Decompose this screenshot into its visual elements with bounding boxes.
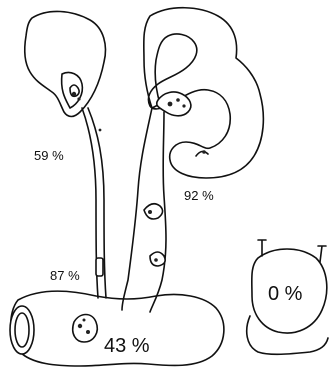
left-ureter-percent: 87 %: [50, 268, 80, 283]
right-kidney-percent: 92 %: [184, 188, 214, 203]
left-kidney-percent: 59 %: [34, 148, 64, 163]
left-kidney: [25, 11, 106, 116]
left-ureter: [82, 108, 106, 298]
small-organ-percent: 0 %: [268, 283, 303, 305]
bladder-percent: 43 %: [104, 335, 150, 357]
right-kidney: [144, 8, 264, 178]
right-ureter: [122, 108, 166, 312]
